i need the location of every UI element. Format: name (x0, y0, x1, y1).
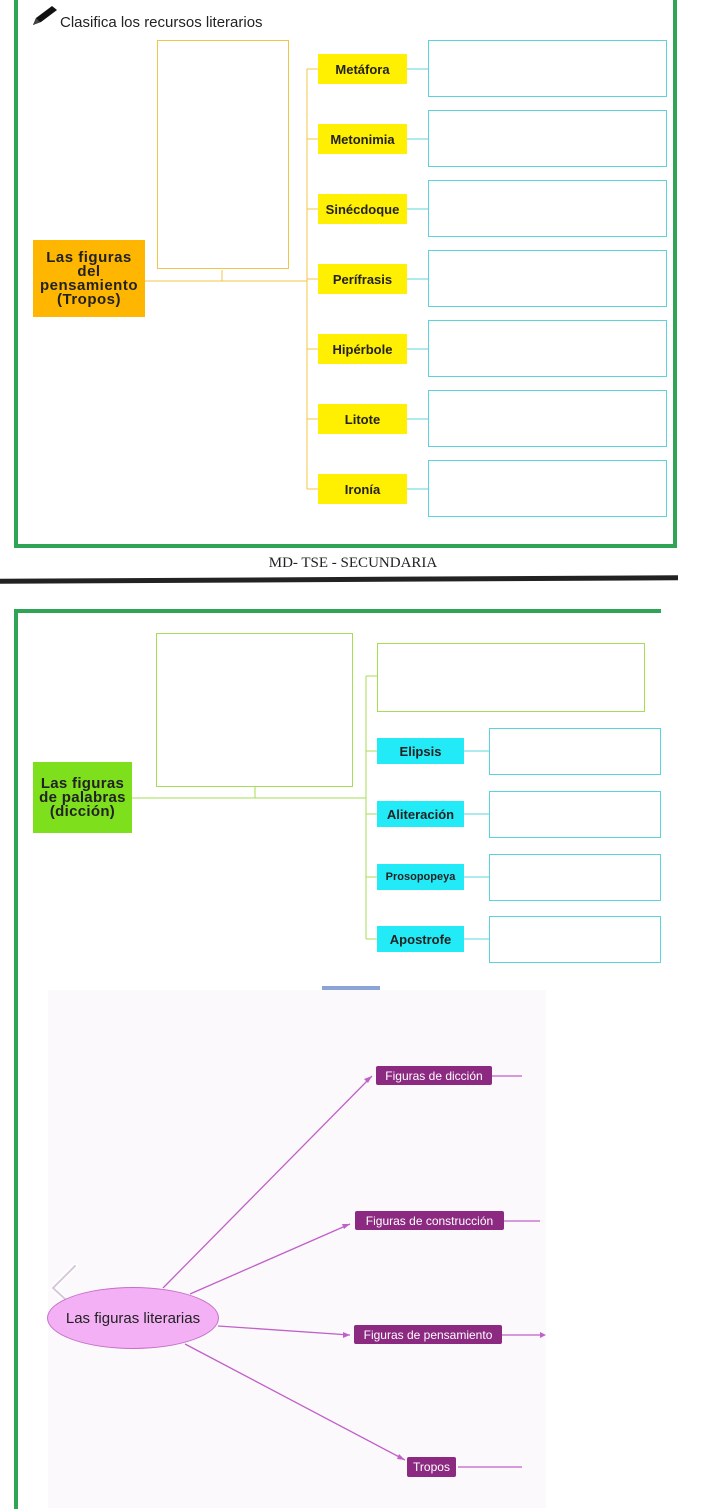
label-elipsis: Elipsis (377, 738, 464, 764)
label-hiperbole: Hipérbole (318, 334, 407, 364)
label-metonimia: Metonimia (318, 124, 407, 154)
label-apostrofe: Apostrofe (377, 926, 464, 952)
answer-box-aliteracion[interactable] (489, 791, 661, 838)
page-separator (0, 575, 678, 584)
footer-label: MD- TSE - SECUNDARIA (268, 555, 438, 571)
tropos-root-line: pensamiento (39, 276, 139, 294)
answer-box-sinecdoque[interactable] (428, 180, 667, 237)
label-prosopopeya: Prosopopeya (377, 864, 464, 890)
worksheet-frame-top (14, 0, 677, 548)
diccion-root-node: Las figuras de palabras (dicción) (33, 762, 132, 833)
answer-box-perifrasis[interactable] (428, 250, 667, 307)
mindmap-node-tropos: Tropos (407, 1457, 456, 1477)
tropos-connectors (145, 68, 428, 490)
pencil-icon (33, 6, 57, 25)
label-metafora: Metáfora (318, 54, 407, 84)
tropos-definition-box[interactable] (157, 40, 289, 269)
diccion-root-line: Las figuras (40, 774, 125, 792)
mindmap-connectors (162, 1075, 546, 1468)
diccion-connectors (132, 675, 489, 940)
tropos-root-line: Las figuras (46, 248, 132, 266)
label-perifrasis: Perífrasis (318, 264, 407, 294)
worksheet-title: Clasifica los recursos literarios (60, 14, 263, 31)
tropos-root-node: Las figuras del pensamiento (Tropos) (33, 240, 145, 317)
worksheet-frame-bottom-top (14, 609, 661, 613)
mindmap-node-pensamiento: Figuras de pensamiento (354, 1325, 502, 1344)
answer-box-apostrofe[interactable] (489, 916, 661, 963)
answer-box-ironia[interactable] (428, 460, 667, 517)
diccion-root-line: de palabras (39, 788, 126, 806)
label-sinecdoque: Sinécdoque (318, 194, 407, 224)
label-litote: Litote (318, 404, 407, 434)
answer-box-metonimia[interactable] (428, 110, 667, 167)
answer-box-elipsis[interactable] (489, 728, 661, 775)
answer-box-litote[interactable] (428, 390, 667, 447)
tropos-root-line: (Tropos) (57, 290, 121, 308)
label-ironia: Ironía (318, 474, 407, 504)
diccion-definition-box[interactable] (156, 633, 353, 787)
tropos-root-line: del (77, 262, 101, 280)
mindmap-center-node: Las figuras literarias (47, 1287, 219, 1349)
mindmap-node-diccion: Figuras de dicción (376, 1066, 492, 1085)
diccion-root-line: (dicción) (49, 802, 116, 820)
worksheet-frame-bottom-left (14, 609, 18, 1509)
blue-handle (322, 986, 380, 990)
diccion-extra-answer-box[interactable] (377, 643, 645, 712)
answer-box-metafora[interactable] (428, 40, 667, 97)
answer-box-hiperbole[interactable] (428, 320, 667, 377)
answer-box-prosopopeya[interactable] (489, 854, 661, 901)
mindmap-node-construccion: Figuras de construcción (355, 1211, 504, 1230)
label-aliteracion: Aliteración (377, 801, 464, 827)
